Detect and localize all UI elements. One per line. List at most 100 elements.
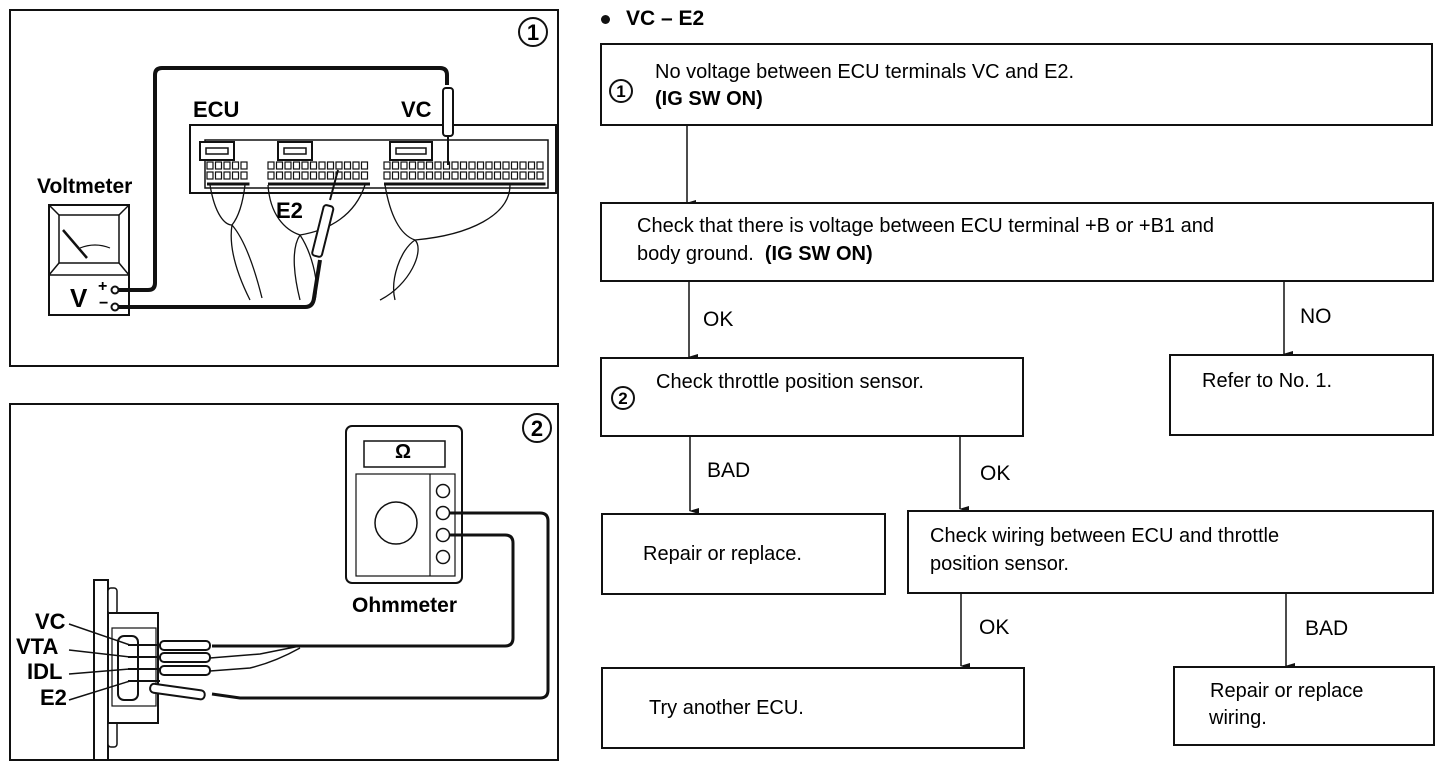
ecu-pin [360,161,369,170]
ecu-pin [527,171,536,180]
ecu-pin [408,171,417,180]
ohmmeter-jack-2 [435,527,451,543]
voltmeter-symbol: V [70,283,88,313]
ecu-pin [408,161,417,170]
step2-text: Check throttle position sensor. [656,371,924,393]
check-wiring-line2: position sensor. [930,553,1069,575]
plus-sign: + [98,278,108,295]
ecu-pin [417,171,425,180]
ecu-pin [309,161,318,170]
branch-label-bad-2: BAD [1305,617,1349,640]
voltmeter-plus-terminal [110,285,120,295]
ecu-pin [284,171,292,180]
flow-box-step1 [600,43,1433,126]
ecu-pin [391,171,400,180]
ecu-pin [434,171,442,180]
step2-marker: 2 [611,386,635,410]
ecu-pin [343,161,352,170]
ecu-pin [231,171,240,180]
branch-label-ok-1: OK [703,308,734,331]
ecu-pin [240,161,248,170]
voltmeter-needle [62,229,88,259]
ecu-pin [223,161,231,170]
ecu-pin [343,171,352,180]
ecu-pin [275,171,284,180]
ecu-pin [335,161,343,170]
ecu-pin [451,161,459,170]
e2-label: E2 [276,198,303,223]
branch-label-bad-1: BAD [707,459,751,482]
ohmmeter-label: Ohmmeter [352,594,458,617]
ecu-pin [231,161,240,170]
terminal-label-e2: E2 [40,685,67,710]
ecu-pin [417,161,425,170]
flow-box-try-ecu [601,667,1025,749]
figure-2-number: 2 [522,413,552,443]
ecu-pin [502,171,510,180]
ohmmeter-lead-e2 [211,511,550,700]
ecu-pin [284,161,292,170]
e2-probe [311,204,335,258]
vc-label: VC [401,97,432,122]
positive-lead [119,66,449,292]
ecu-pin [360,171,369,180]
ohmmeter-display [363,440,446,468]
ecu-pin [214,171,223,180]
flow-box-refer [1169,354,1434,436]
ecu-pin [383,161,391,170]
flow-box-step2 [600,357,1024,437]
check-voltage-line2b: (IG SW ON) [764,243,873,265]
ecu-pin [267,161,275,170]
ecu-pin [309,171,318,180]
branch-label-ok-2: OK [980,462,1011,485]
minus-sign: − [99,295,109,312]
ecu-pin [468,161,476,170]
ecu-pin [206,161,214,170]
ecu-pin [485,161,493,170]
ohmmeter-lead-vc [212,533,515,648]
ohmmeter-symbol: Ω [395,441,412,463]
repair-wiring-line2: wiring. [1209,707,1267,729]
ecu-pin [352,171,360,180]
check-voltage-line2: body ground. (IG SW ON) [637,241,873,268]
ecu-pin [502,161,510,170]
terminal-label-vc: VC [35,609,66,634]
ecu-pin [493,161,502,170]
title-text: VC – E2 [626,7,705,30]
ecu-pin [383,171,391,180]
ecu-pin [493,171,502,180]
step1-line2: (IG SW ON) [655,88,763,110]
ecu-pin [391,161,400,170]
ecu-pin [326,171,335,180]
sensor-probes [128,640,211,701]
terminal-label-vta: VTA [16,634,59,659]
bullet-icon [601,14,610,24]
ecu-pin [223,171,231,180]
check-voltage-line2a: body ground. [637,243,754,265]
ecu-pin [400,171,408,180]
ecu-pin [476,161,485,170]
flow-box-repair [601,513,886,595]
ecu-pin [326,161,335,170]
step1-marker: 1 [609,79,633,103]
ecu-pin [536,161,544,170]
ecu-pin [434,161,442,170]
ecu-pin [527,161,536,170]
ecu-pin [442,171,451,180]
branch-label-no: NO [1300,305,1332,328]
ecu-pin [451,171,459,180]
figure-1-number: 1 [518,17,548,47]
flow-box-repair-wiring [1173,666,1435,746]
ecu-pin [519,171,527,180]
ecu-pin [425,171,434,180]
ecu-pin [476,171,485,180]
refer-text: Refer to No. 1. [1202,370,1333,392]
ecu-pin [485,171,493,180]
ecu-pin [292,171,301,180]
ecu-pin [214,161,223,170]
check-wiring-line1: Check wiring between ECU and throttle [930,525,1280,547]
ecu-pin [318,171,326,180]
flow-box-check-wiring [907,510,1434,594]
